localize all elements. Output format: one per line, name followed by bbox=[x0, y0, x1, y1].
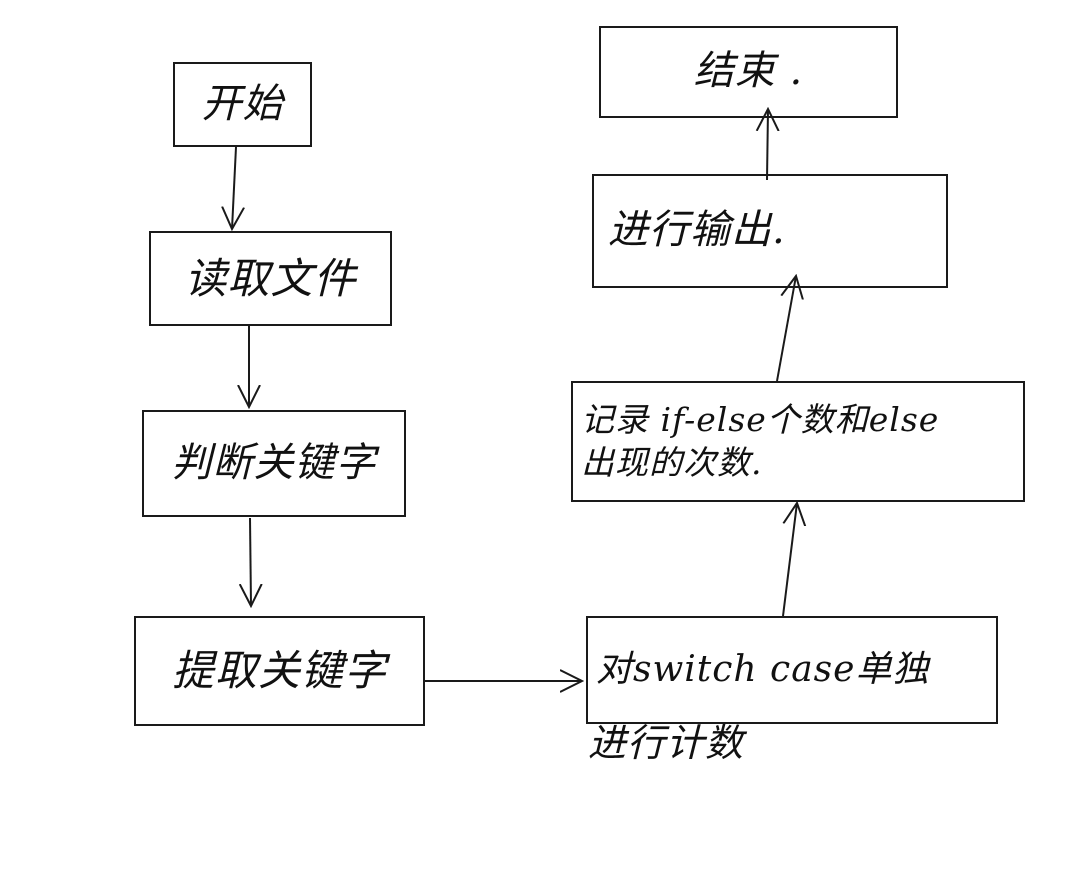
node-record-ifelse-label: 记录 if-else个数和else 出现的次数. bbox=[581, 400, 940, 482]
node-record-ifelse: 记录 if-else个数和else 出现的次数. bbox=[571, 381, 1025, 502]
node-end-label: 结束 . bbox=[693, 48, 804, 95]
arrow-judge-to-extract bbox=[250, 517, 251, 606]
node-start: 开始 bbox=[173, 62, 312, 147]
node-count-switch-overflow-label: 进行计数 bbox=[588, 721, 745, 765]
node-end: 结束 . bbox=[599, 26, 898, 118]
node-output-label: 进行输出. bbox=[608, 207, 786, 254]
arrow-start-to-read bbox=[232, 146, 236, 229]
node-judge-keyword: 判断关键字 bbox=[142, 410, 406, 517]
node-extract-keyword-label: 提取关键字 bbox=[171, 646, 387, 696]
node-output: 进行输出. bbox=[592, 174, 948, 288]
node-extract-keyword: 提取关键字 bbox=[134, 616, 425, 726]
arrow-record-to-output bbox=[776, 276, 796, 382]
node-count-switch-label: 对switch case单独 bbox=[596, 648, 930, 690]
node-read-file: 读取文件 bbox=[149, 231, 392, 326]
node-read-file-label: 读取文件 bbox=[184, 253, 357, 303]
node-count-switch: 对switch case单独 bbox=[586, 616, 998, 724]
arrow-output-to-end bbox=[767, 109, 768, 181]
arrow-count-to-record bbox=[782, 503, 797, 617]
node-start-label: 开始 bbox=[201, 80, 284, 127]
node-judge-keyword-label: 判断关键字 bbox=[171, 439, 377, 486]
